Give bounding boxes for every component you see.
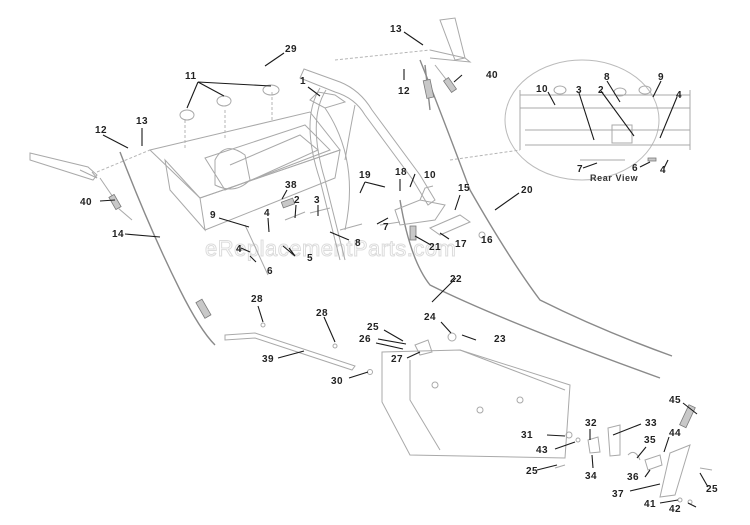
callout-32: 32	[585, 418, 597, 429]
callout-40b: 40	[486, 70, 498, 81]
callout-40: 40	[80, 197, 92, 208]
callout-41: 41	[644, 499, 656, 510]
pin-28b	[332, 343, 338, 349]
callout-43: 43	[536, 445, 548, 456]
cable-14-spring	[195, 298, 212, 319]
callout-11: 11	[185, 71, 197, 82]
inset-callout-6: 6	[632, 163, 638, 174]
inset-callout-8: 8	[604, 72, 610, 83]
callout-14: 14	[112, 229, 124, 240]
pin-28a	[260, 322, 266, 328]
callout-21: 21	[429, 242, 441, 253]
callout-18: 18	[395, 167, 407, 178]
callout-25: 25	[367, 322, 379, 333]
left-spring	[99, 177, 133, 221]
callout-25b: 25	[526, 466, 538, 477]
pin-3	[309, 207, 331, 214]
callout-27: 27	[391, 354, 403, 365]
spring-38	[280, 197, 296, 209]
rod-7	[379, 221, 401, 226]
inset-caption: Rear View	[590, 173, 639, 183]
inset-callout-4: 4	[676, 90, 682, 101]
link-8	[339, 223, 363, 231]
callout-16: 16	[481, 235, 493, 246]
callout-6: 6	[267, 266, 273, 277]
inset-callout-2: 2	[598, 85, 604, 96]
leader-lines	[99, 31, 709, 508]
right-handle	[334, 17, 472, 63]
cable-20	[419, 59, 673, 357]
washer-30	[367, 369, 373, 375]
callout-5: 5	[307, 253, 313, 264]
left-handle	[29, 149, 151, 181]
callout-4b: 4	[236, 244, 242, 255]
shift-rod-39	[224, 332, 356, 371]
callout-17: 17	[455, 239, 467, 250]
cable-14	[119, 151, 216, 346]
callout-7: 7	[383, 222, 389, 233]
cable-22	[399, 199, 661, 379]
callout-45: 45	[669, 395, 681, 406]
callout-25c: 25	[706, 484, 718, 495]
callout-37: 37	[612, 489, 624, 500]
inset-callout-10: 10	[536, 84, 548, 95]
callout-4: 4	[264, 208, 270, 219]
bracket-15	[428, 214, 472, 236]
bushing-16	[478, 231, 486, 239]
callout-29: 29	[285, 44, 297, 55]
callout-1: 1	[300, 76, 306, 87]
callout-24: 24	[424, 312, 436, 323]
inset-callout-9: 9	[658, 72, 664, 83]
callout-10: 10	[424, 170, 436, 181]
callout-labels: 11 12 13 40 14 29 1 13 12 40 38 2 3 4 9 …	[80, 24, 718, 515]
callout-28b: 28	[316, 308, 328, 319]
callout-35: 35	[644, 435, 656, 446]
callout-3: 3	[314, 195, 320, 206]
inset-callout-7: 7	[577, 164, 583, 175]
control-panel	[148, 92, 341, 232]
spring-21	[409, 225, 417, 241]
callout-39: 39	[262, 354, 274, 365]
callout-26: 26	[359, 334, 371, 345]
callout-20: 20	[521, 185, 533, 196]
callout-8: 8	[355, 238, 361, 249]
callout-31: 31	[521, 430, 533, 441]
rod-9	[244, 224, 269, 276]
callout-38: 38	[285, 180, 297, 191]
callout-19: 19	[359, 170, 371, 181]
cable-20-spring	[422, 78, 435, 99]
shift-lever	[309, 91, 350, 231]
callout-13: 13	[136, 116, 148, 127]
callout-12b: 12	[398, 86, 410, 97]
rear-view-inset	[449, 59, 691, 181]
callout-12: 12	[95, 125, 107, 136]
callout-36: 36	[627, 472, 639, 483]
frame-housing	[381, 349, 571, 459]
inset-callout-3: 3	[576, 85, 582, 96]
callout-44: 44	[669, 428, 681, 439]
callout-42: 42	[669, 504, 681, 515]
lower-right-parts	[554, 404, 713, 505]
inset-callout-4b: 4	[660, 165, 666, 176]
right-spring	[434, 64, 458, 94]
callout-2: 2	[294, 195, 300, 206]
callout-23: 23	[494, 334, 506, 345]
dash-caps	[179, 84, 280, 121]
bracket-27	[414, 339, 433, 356]
callout-28: 28	[251, 294, 263, 305]
callout-15: 15	[458, 183, 470, 194]
callout-33: 33	[645, 418, 657, 429]
callout-22: 22	[450, 274, 462, 285]
bushing-24	[447, 332, 457, 342]
callout-13b: 13	[390, 24, 402, 35]
callout-34: 34	[585, 471, 597, 482]
callout-9: 9	[210, 210, 216, 221]
callout-30: 30	[331, 376, 343, 387]
